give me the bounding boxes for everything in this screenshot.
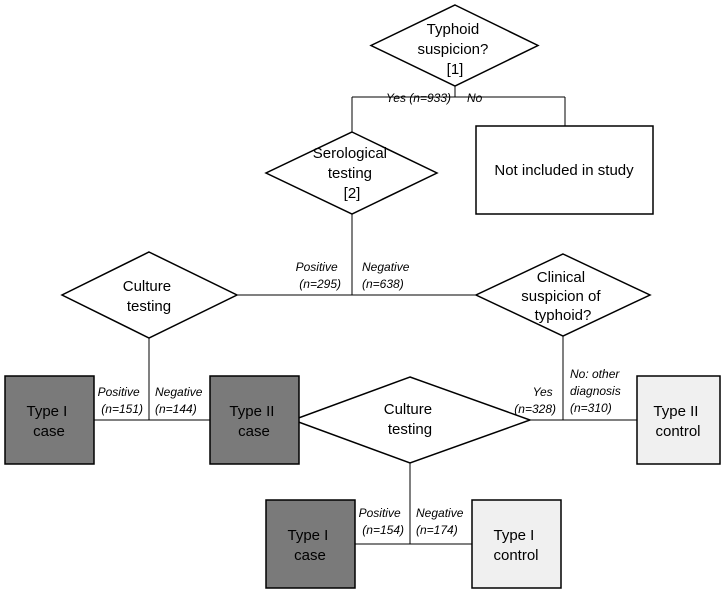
label-type2-control: Type II control xyxy=(653,403,702,440)
box-type1-case-2 xyxy=(265,499,356,589)
box-type2-control xyxy=(636,375,721,465)
label-clinical-suspicion: Clinical suspicion of typhoid? xyxy=(521,269,604,324)
label-culture-testing-2: Culture testing xyxy=(384,401,437,438)
connectors xyxy=(94,86,637,545)
decision-typhoid-suspicion xyxy=(369,4,540,87)
label-culture-testing-1: Culture testing xyxy=(123,278,176,315)
label-typhoid-suspicion: Typhoid suspicion? [1] xyxy=(417,21,492,78)
box-type2-case xyxy=(209,375,300,465)
label-type1-case-2: Type I case xyxy=(287,527,332,564)
edge-label-negative-144: Negative (n=144) xyxy=(155,385,206,416)
edge-label-no-other-310: No: other diagnosis (n=310) xyxy=(570,367,624,415)
decision-clinical-suspicion xyxy=(474,253,652,337)
decision-serological-testing xyxy=(264,131,439,215)
box-type1-case-1 xyxy=(4,375,95,465)
box-not-included xyxy=(475,125,654,215)
label-not-included: Not included in study xyxy=(494,162,634,179)
label-type1-case-1: Type I case xyxy=(26,403,71,440)
edge-label-negative-174: Negative (n=174) xyxy=(416,506,467,537)
edge-label-yes-328: Yes (n=328) xyxy=(514,385,556,416)
label-serological-testing: Serological testing [2] xyxy=(313,145,391,202)
edge-label-positive-295: Positive (n=295) xyxy=(296,260,341,291)
box-type1-control xyxy=(471,499,562,589)
label-type1-control: Type I control xyxy=(493,527,538,564)
edge-label-negative-638: Negative (n=638) xyxy=(362,260,413,291)
decision-culture-testing-1 xyxy=(60,251,239,339)
label-type2-case: Type II case xyxy=(229,403,278,440)
edge-label-no: No xyxy=(467,91,483,105)
edge-label-positive-154: Positive (n=154) xyxy=(359,506,404,537)
decision-culture-testing-2 xyxy=(290,376,533,464)
edge-label-positive-151: Positive (n=151) xyxy=(98,385,143,416)
edge-label-yes-933: Yes (n=933) xyxy=(386,91,451,105)
